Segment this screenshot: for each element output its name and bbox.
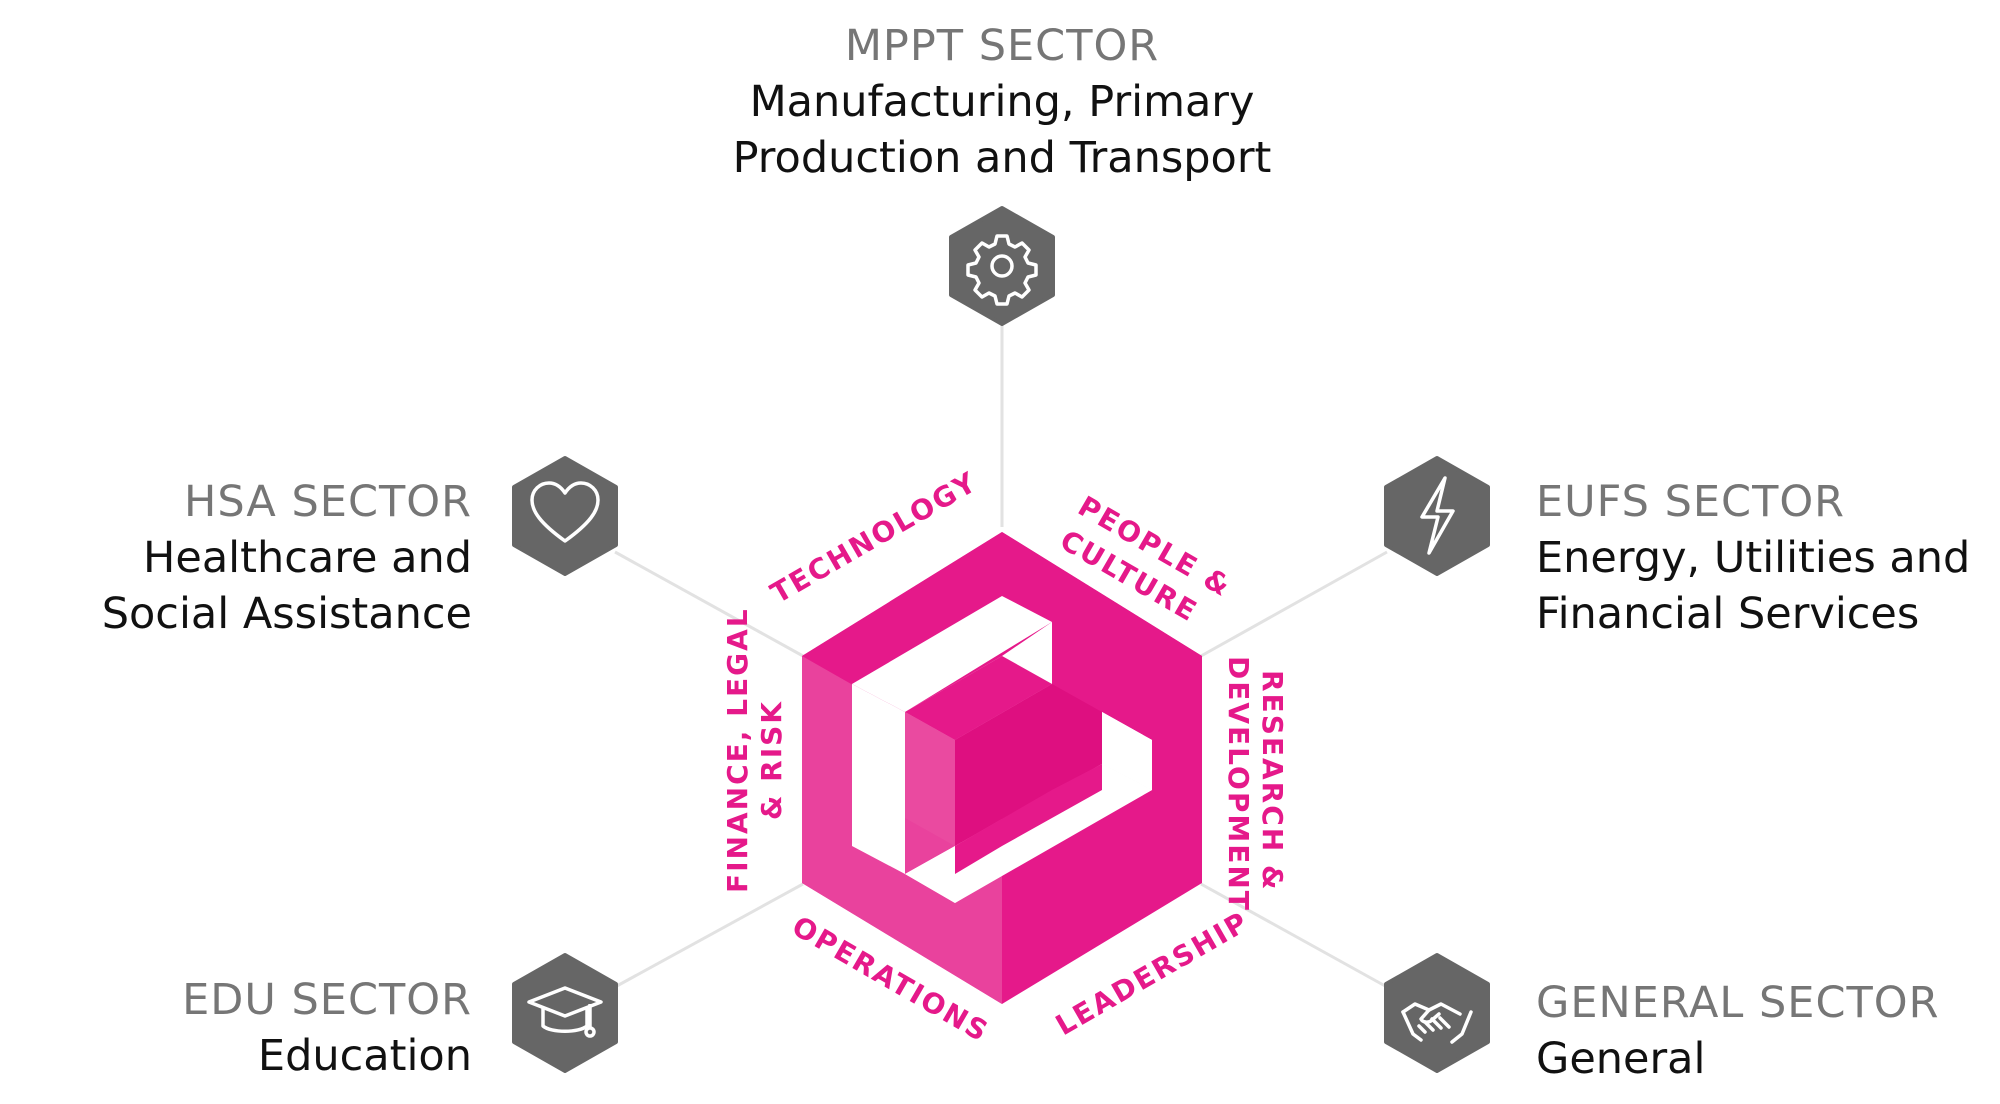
sector-name: Education — [257, 1031, 472, 1081]
graduation-cap-icon — [527, 986, 603, 1038]
sector-code: EDU SECTOR — [182, 975, 472, 1025]
heart-icon — [530, 481, 600, 543]
eufs-hex — [1384, 456, 1490, 576]
label-finance-1: FINANCE, LEGAL — [721, 607, 754, 893]
edu-hex — [512, 953, 618, 1073]
sector-eufs: EUFS SECTOR Energy, Utilities and Financ… — [1536, 474, 1996, 642]
sector-code: GENERAL SECTOR — [1536, 978, 1940, 1028]
logo-cutout-left — [852, 684, 905, 874]
lightning-icon — [1420, 476, 1455, 555]
hsa-hex — [512, 456, 618, 576]
sector-name: General — [1536, 1034, 1706, 1084]
connector-eufs — [1200, 550, 1388, 658]
sector-code: MPPT SECTOR — [844, 21, 1160, 71]
logo-cube-top — [905, 656, 1052, 740]
logo-cube-left — [905, 712, 955, 846]
sector-code: EUFS SECTOR — [1536, 477, 1846, 527]
connector-edu — [614, 882, 804, 989]
mppt-hex — [949, 206, 1055, 326]
label-research-2: DEVELOPMENT — [1222, 656, 1255, 912]
sector-name: Manufacturing, Primary Production and Tr… — [732, 77, 1272, 183]
connector-lines — [614, 322, 1388, 989]
general-hex — [1384, 953, 1490, 1073]
logo-bottom-pink-fill — [955, 764, 1102, 874]
label-research-1: RESEARCH & — [1256, 670, 1289, 891]
logo-cutout-right-arm — [1002, 622, 1052, 684]
logo-cube-right — [955, 684, 1052, 846]
sector-name: Energy, Utilities and Financial Services — [1536, 533, 1971, 639]
connector-general — [1200, 882, 1388, 989]
logo-bottom-white-bar — [905, 764, 1152, 903]
gear-icon — [966, 234, 1038, 306]
label-finance-2: & RISK — [755, 700, 788, 820]
sector-edu: EDU SECTOR Education — [20, 972, 472, 1084]
central-logo — [802, 532, 1202, 1004]
connector-hsa — [614, 550, 804, 658]
logo-cutout-top — [852, 596, 1052, 712]
sector-hsa: HSA SECTOR Healthcare and Social Assista… — [20, 474, 472, 642]
sector-mppt: MPPT SECTOR Manufacturing, Primary Produ… — [702, 18, 1302, 186]
sector-name: Healthcare and Social Assistance — [101, 533, 472, 639]
handshake-icon — [1401, 1002, 1473, 1044]
sector-code: HSA SECTOR — [184, 477, 472, 527]
sector-general: GENERAL SECTOR General — [1536, 975, 1996, 1087]
logo-cube-front — [955, 684, 1102, 846]
